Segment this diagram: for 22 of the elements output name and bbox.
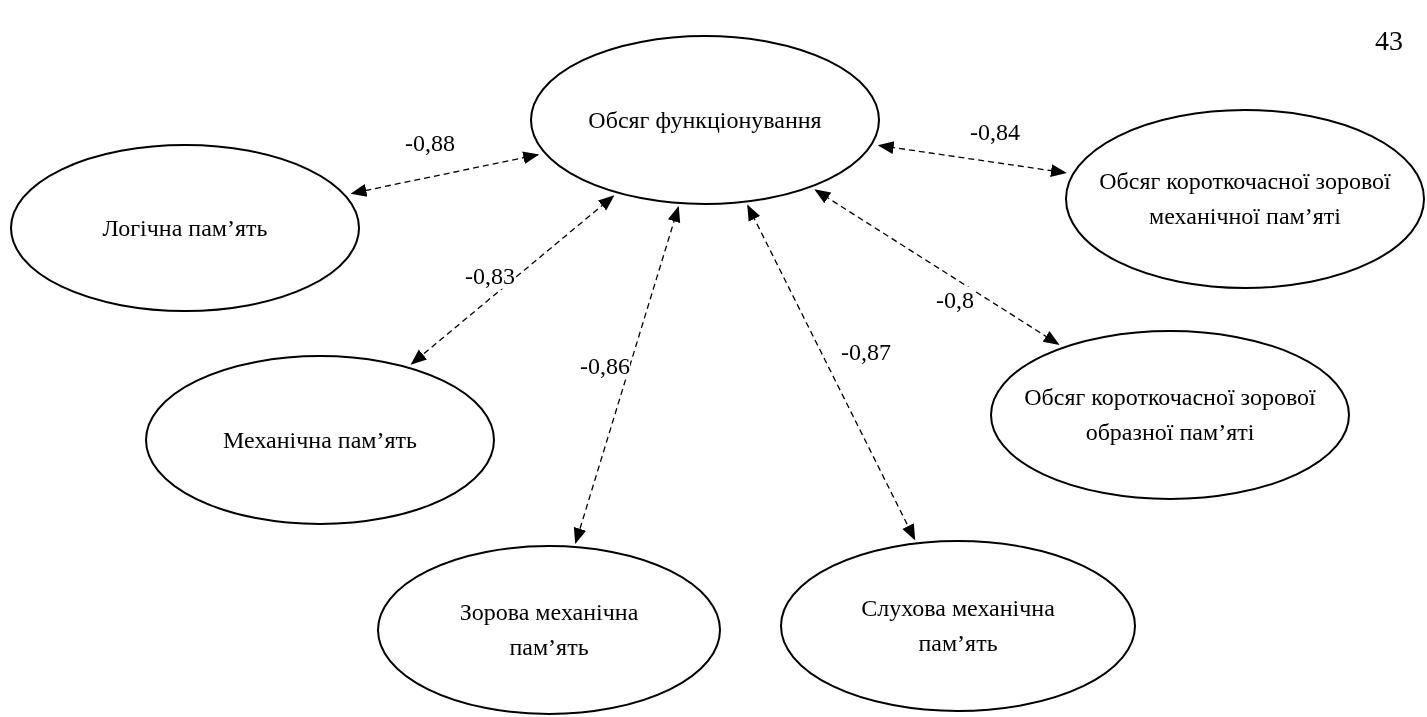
dashed-double-arrow — [573, 205, 681, 545]
ellipse-node — [530, 35, 880, 205]
node-label: Обсяг функціонування — [588, 105, 822, 135]
node-label: Обсяг короткочасної зорової образної пам’яті — [1023, 383, 1317, 447]
node-label: Логічна пам’ять — [102, 213, 268, 243]
page-number: 43 — [1375, 25, 1403, 57]
ellipse-node — [10, 144, 360, 312]
ellipse-node — [990, 330, 1350, 500]
dashed-double-arrow — [350, 151, 540, 197]
ellipse-node — [780, 540, 1136, 712]
dashed-double-arrow — [877, 141, 1067, 177]
ellipse-node — [145, 355, 495, 525]
node-label: Слухова механічна пам’ять — [860, 594, 1056, 658]
ellipse-node — [1065, 109, 1425, 289]
node-label: Зорова механічна пам’ять — [458, 598, 640, 662]
ellipse-node — [377, 545, 721, 715]
node-label: Обсяг короткочасної зорової механічної пам’яті — [1098, 167, 1392, 231]
edge-label: -0,8 — [936, 286, 974, 314]
dashed-double-arrow — [410, 195, 615, 365]
dashed-double-arrow — [747, 204, 916, 541]
dashed-double-arrow — [814, 189, 1060, 345]
node-label: Механічна пам’ять — [223, 425, 417, 455]
